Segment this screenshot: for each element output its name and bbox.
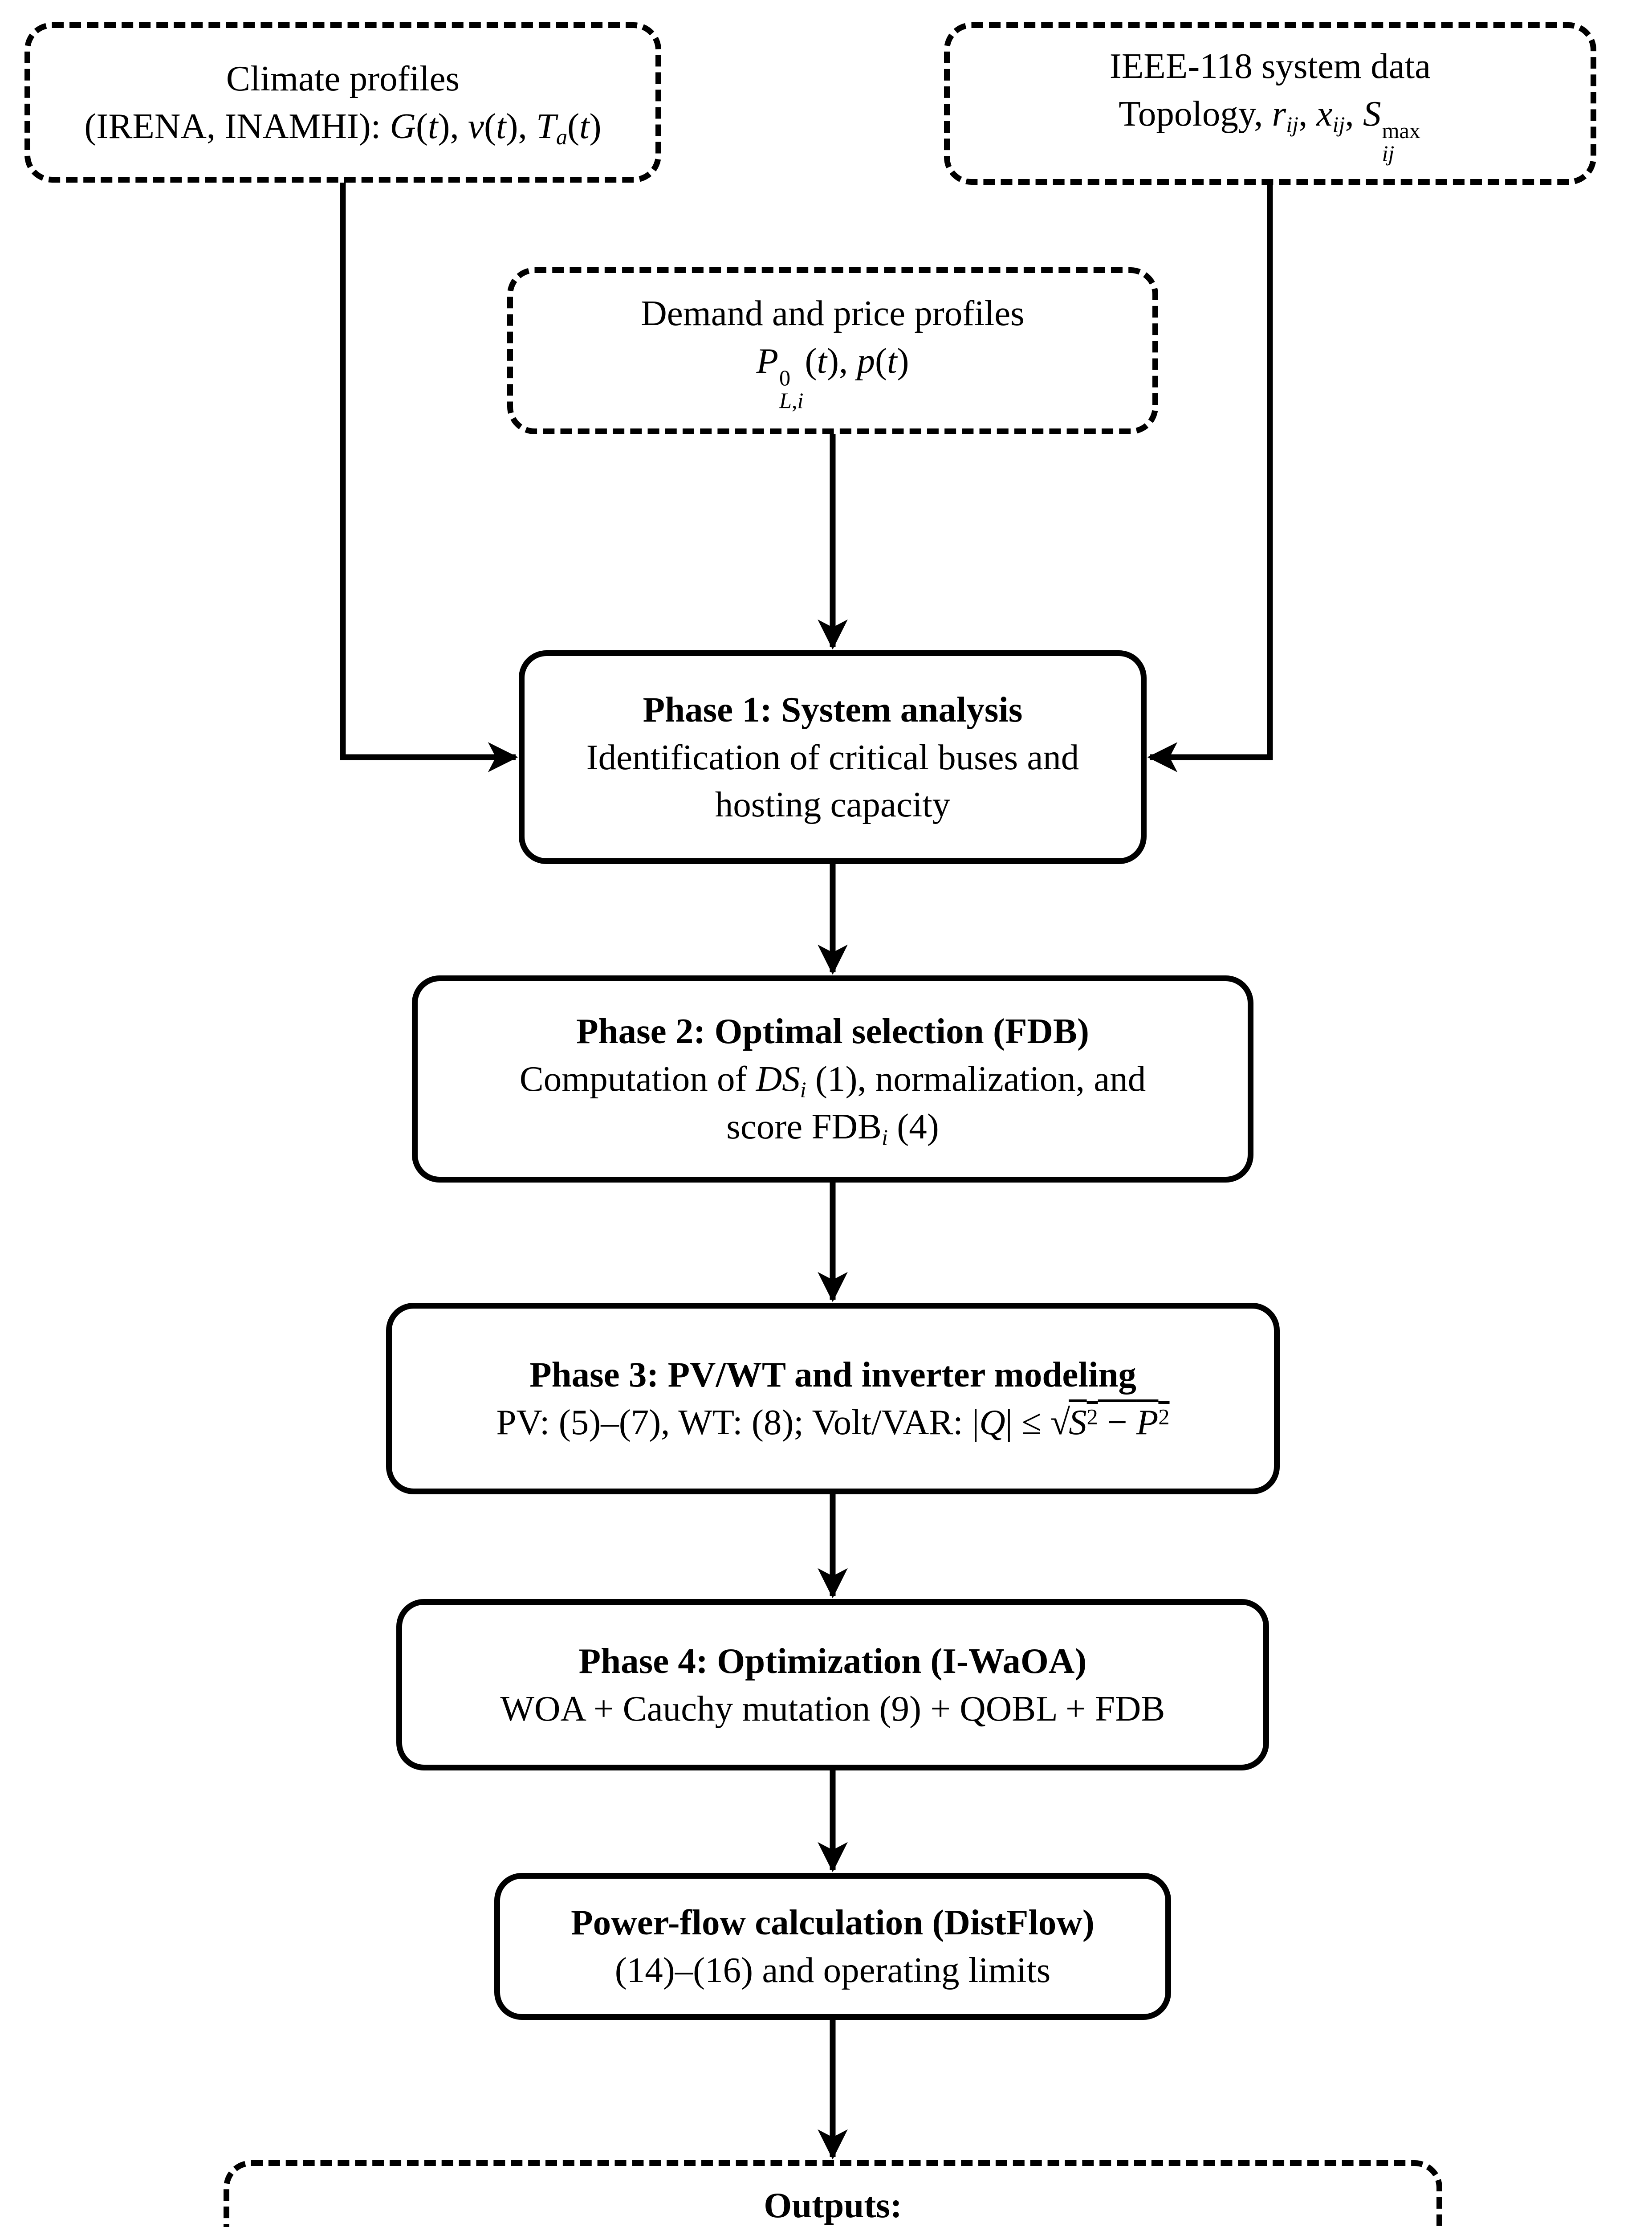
powerflow-distflow-box: Power-flow calculation (DistFlow) (14)–(…: [494, 1873, 1171, 2020]
phase4-title: Phase 4: Optimization (I-WaOA): [578, 1640, 1087, 1681]
phase2-title: Phase 2: Optimal selection (FDB): [576, 1011, 1089, 1052]
phase1-system-analysis-box: Phase 1: System analysis Identification …: [519, 650, 1147, 864]
phase3-line-2: PV: (5)–(7), WT: (8); Volt/VAR: |Q| ≤ √S…: [496, 1402, 1170, 1442]
phase3-title: Phase 3: PV/WT and inverter modeling: [529, 1354, 1136, 1395]
climate-line-2: (IRENA, INAMHI): G(t), v(t), Ta(t): [84, 106, 602, 150]
ieee-line-1: IEEE-118 system data: [1109, 46, 1431, 86]
phase1-title: Phase 1: System analysis: [643, 689, 1023, 730]
climate-line-1: Climate profiles: [226, 58, 460, 99]
phase2-line-2: Computation of DSi (1), normalization, a…: [519, 1059, 1146, 1102]
outputs-box: Outputs: PV–WT location/sizing, Eloss, v…: [224, 2160, 1442, 2227]
ieee118-data-box: IEEE-118 system data Topology, rij, xij,…: [944, 22, 1596, 185]
phase2-line-3: score FDBi (4): [726, 1106, 939, 1150]
arrow-ieee-to-phase1: [1147, 184, 1273, 772]
phase1-line-2: Identification of critical buses and: [586, 737, 1079, 777]
phase3-pv-wt-inverter-box: Phase 3: PV/WT and inverter modeling PV:…: [386, 1303, 1280, 1494]
phase4-line-2: WOA + Cauchy mutation (9) + QOBL + FDB: [500, 1688, 1165, 1729]
powerflow-line-2: (14)–(16) and operating limits: [614, 1950, 1051, 1990]
phase2-optimal-selection-box: Phase 2: Optimal selection (FDB) Computa…: [412, 975, 1253, 1183]
arrow-climate-to-phase1: [340, 183, 518, 772]
powerflow-title: Power-flow calculation (DistFlow): [571, 1902, 1095, 1943]
phase1-line-3: hosting capacity: [715, 784, 951, 825]
climate-profiles-box: Climate profiles (IRENA, INAMHI): G(t), …: [24, 22, 661, 183]
phase4-optimization-box: Phase 4: Optimization (I-WaOA) WOA + Cau…: [396, 1599, 1269, 1770]
demand-line-1: Demand and price profiles: [641, 293, 1025, 334]
outputs-title: Outputs:: [764, 2185, 902, 2226]
